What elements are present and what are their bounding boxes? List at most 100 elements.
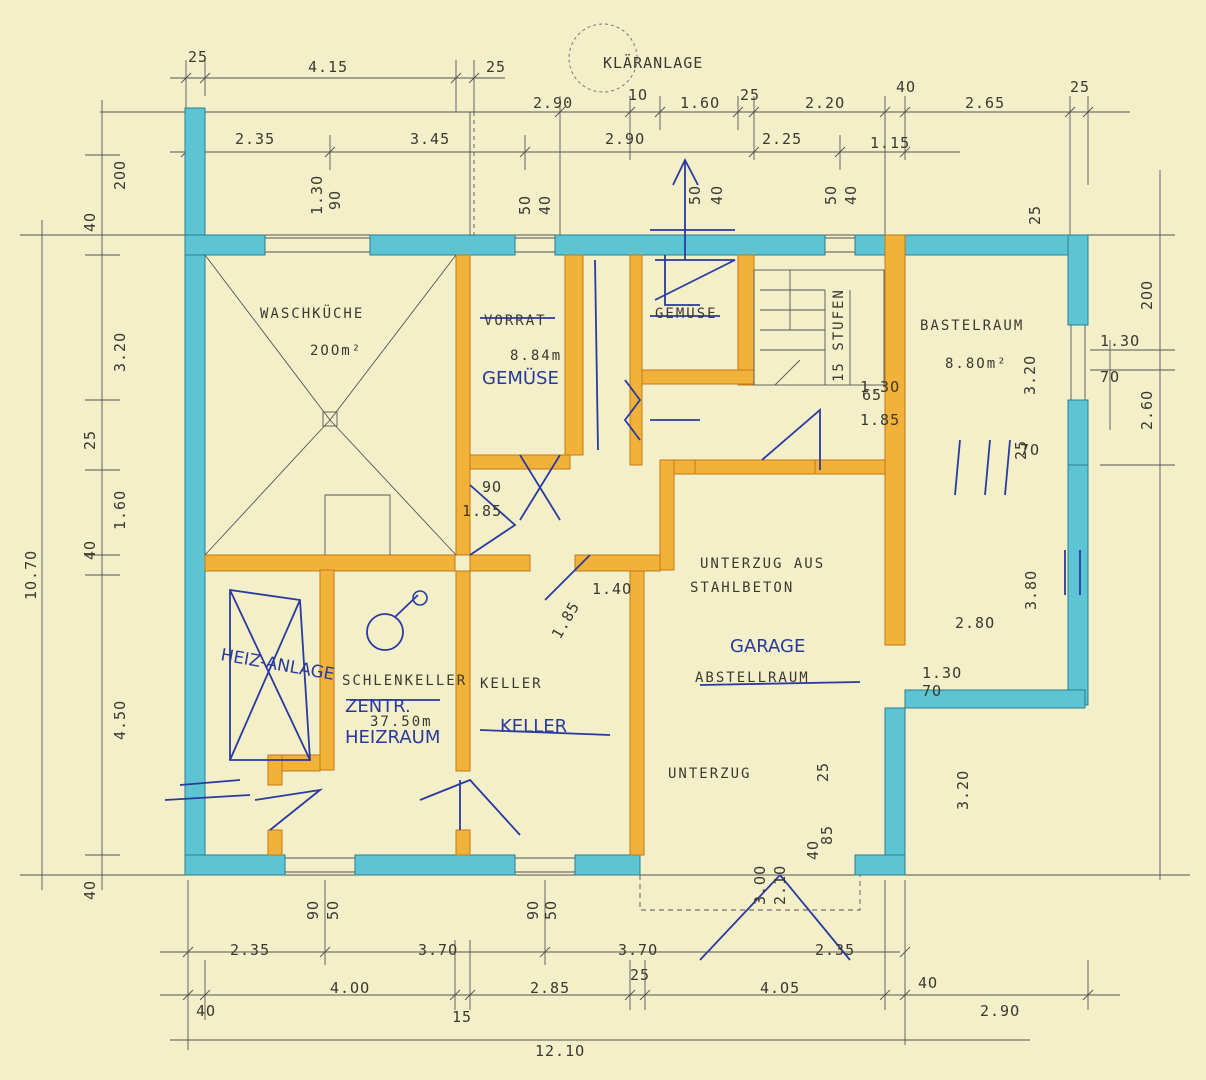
dim-top-n: 2.9O bbox=[605, 130, 645, 148]
dim-left-a: 2OO bbox=[111, 160, 129, 190]
dim-top-a: 25 bbox=[188, 48, 208, 66]
dim-inner-w13: 1.85 bbox=[462, 502, 502, 520]
label-unterzug-1: UNTERZUG AUS bbox=[700, 556, 825, 572]
dim-inner-w8: 4O bbox=[842, 185, 860, 205]
dim-left-c: 3.2O bbox=[111, 332, 129, 372]
window-openings bbox=[265, 237, 1086, 873]
dim-inner-w27: 85 bbox=[818, 825, 836, 845]
dim-inner-w20: 9O bbox=[304, 900, 322, 920]
dim-bottom2-c: 25 bbox=[630, 966, 650, 984]
dim-inner-w14: 2.8O bbox=[955, 614, 995, 632]
dim-total: 12.1O bbox=[535, 1042, 585, 1060]
interior-walls bbox=[204, 234, 906, 856]
dim-bottom3-a: 4O bbox=[196, 1002, 216, 1020]
dim-bottom1-b: 3.7O bbox=[418, 941, 458, 959]
dim-inner-w28: 25 bbox=[814, 762, 832, 782]
dim-right-d: 7O bbox=[1100, 368, 1120, 386]
dim-top-e: 1O bbox=[628, 86, 648, 104]
dim-inner-w23: 5O bbox=[542, 900, 560, 920]
room-label-gemuese: GEMÜSE bbox=[655, 304, 718, 322]
dim-top-o: 2.25 bbox=[762, 130, 802, 148]
dim-inner-w10: 65 bbox=[862, 386, 882, 404]
room-hand-keller: KELLER bbox=[500, 716, 567, 737]
dim-inner-w11: 1.85 bbox=[860, 411, 900, 429]
dim-right-c: 1.3O bbox=[1100, 332, 1140, 350]
label-unterzug: UNTERZUG bbox=[668, 766, 751, 782]
dim-bottom1-c: 3.7O bbox=[618, 941, 658, 959]
dim-inner-w6: 4O bbox=[708, 185, 726, 205]
dim-inner-w29: 1.85 bbox=[548, 598, 584, 642]
dim-bottom2-a: 4.OO bbox=[330, 979, 370, 997]
dim-left-g: 4.5O bbox=[111, 700, 129, 740]
room-label-bastelraum: BASTELRAUM bbox=[920, 318, 1024, 334]
dim-top-j: 2.65 bbox=[965, 94, 1005, 112]
dim-inner-w30: 1.3O bbox=[860, 378, 900, 396]
dim-top-k: 25 bbox=[1070, 78, 1090, 96]
room-label-stufen: 15 STUFEN bbox=[831, 288, 847, 382]
dim-top-d: 2.90 bbox=[533, 94, 573, 112]
dim-inner-w3: 5O bbox=[516, 195, 534, 215]
dim-left-e: 1.6O bbox=[111, 490, 129, 530]
dim-bottom2-b: 2.85 bbox=[530, 979, 570, 997]
dim-inner-w9: 3.2O bbox=[1021, 355, 1039, 395]
dim-inner-w17: 7O bbox=[922, 682, 942, 700]
dim-inner-w7: 5O bbox=[822, 185, 840, 205]
dim-bottom3-b: 15 bbox=[452, 1008, 472, 1026]
dim-top-i: 4O bbox=[896, 78, 916, 96]
dim-inner-w19: 1.4O bbox=[592, 580, 632, 598]
dim-bottom2-d: 4.O5 bbox=[760, 979, 800, 997]
dim-inner-w22: 9O bbox=[524, 900, 542, 920]
dim-top-p: 1.15 bbox=[870, 134, 910, 152]
dim-bottom3-c: 2.9O bbox=[980, 1002, 1020, 1020]
room-label-waschkueche: WASCHKÜCHE bbox=[260, 304, 364, 322]
room-label-vorrat: VORRAT bbox=[484, 313, 547, 329]
label-unterzug-2: STAHLBETON bbox=[690, 580, 794, 596]
room-hand-zentr: ZENTR. bbox=[345, 696, 411, 717]
dim-bottom2-e: 4O bbox=[918, 974, 938, 992]
dim-inner-w1: 1.3O bbox=[308, 175, 326, 215]
dim-inner-w21: 5O bbox=[324, 900, 342, 920]
dim-left-h: 4O bbox=[81, 880, 99, 900]
dim-bottom1-a: 2.35 bbox=[230, 941, 270, 959]
dim-right-b: 25 bbox=[1026, 205, 1044, 225]
room-label-abstellraum: ABSTELLRAUM bbox=[695, 670, 810, 686]
room-area-heizraum: 37.50m bbox=[370, 714, 433, 730]
room-hand-gemuese: GEMÜSE bbox=[482, 367, 559, 389]
dim-inner-w12: 9O bbox=[482, 478, 502, 496]
exterior-walls bbox=[184, 107, 1089, 876]
dim-top-l: 2.35 bbox=[235, 130, 275, 148]
dim-left-b: 4O bbox=[81, 212, 99, 232]
room-hand-garage: GARAGE bbox=[730, 636, 805, 657]
dim-inner-w2: 9O bbox=[326, 190, 344, 210]
septic-tank-outline bbox=[568, 23, 638, 93]
dim-inner-w4: 4O bbox=[536, 195, 554, 215]
dim-right-f: 3.2O bbox=[954, 770, 972, 810]
dim-inner-w16: 1.3O bbox=[922, 664, 962, 682]
dim-left-total: 1O.7O bbox=[22, 550, 40, 600]
room-label-keller: KELLER bbox=[480, 676, 543, 692]
dim-top-c: 25 bbox=[486, 58, 506, 76]
dim-top-h: 2.2O bbox=[805, 94, 845, 112]
dim-inner-w15: 3.8O bbox=[1022, 570, 1040, 610]
room-area-bastelraum: 8.8Om² bbox=[945, 356, 1008, 372]
dim-inner-w18: 25 bbox=[1012, 440, 1030, 460]
dim-inner-w31: 7O bbox=[1020, 441, 1040, 459]
staircase bbox=[753, 269, 885, 386]
room-label-schlenkeller: SCHLENKELLER bbox=[342, 673, 467, 689]
dim-left-f: 4O bbox=[81, 540, 99, 560]
room-hand-heizraum: HEIZRAUM bbox=[345, 727, 440, 748]
dim-bottom1-d: 2.35 bbox=[815, 941, 855, 959]
dim-inner-w25: 2.1O bbox=[771, 865, 789, 905]
room-area-vorrat: 8.84m bbox=[510, 348, 562, 364]
waschkueche-cross bbox=[204, 254, 457, 556]
dim-top-f: 1.6O bbox=[680, 94, 720, 112]
handwritten-markup bbox=[164, 157, 1081, 961]
dim-left-d: 25 bbox=[81, 430, 99, 450]
room-area-waschkueche: 2OOm² bbox=[310, 343, 362, 359]
boiler-symbol bbox=[366, 613, 404, 651]
dim-inner-w5: 5O bbox=[686, 185, 704, 205]
dim-top-g: 25 bbox=[740, 86, 760, 104]
dim-inner-w24: 3.OO bbox=[751, 865, 769, 905]
